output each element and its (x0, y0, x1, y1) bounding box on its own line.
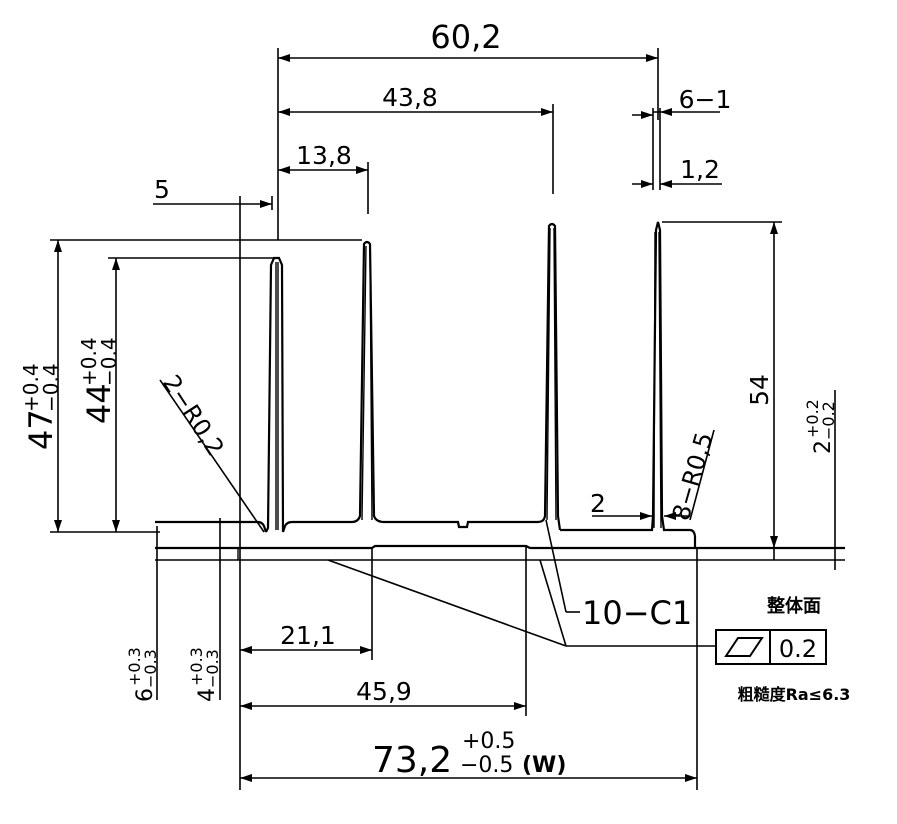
dim-b6-tol-plus: +0.3 (125, 647, 144, 686)
dim-corner-radius-large: 8−R0,5 (667, 429, 719, 523)
flatness-parallelogram-icon (724, 637, 764, 657)
dim-slot-width: 2 (590, 489, 606, 518)
dim-overall-suffix: (W) (522, 753, 566, 778)
flatness-callout: 整体面 0.2 粗糙度Ra≤6.3 (715, 595, 851, 704)
dim-overall-tol-minus: −0.5 (460, 753, 513, 778)
dim-fin-count-thickness: 6−1 (679, 85, 732, 114)
dim-base-4: 4 (195, 688, 220, 702)
dim-height-47: 47 (22, 409, 60, 450)
dim-left-offset: 5 (154, 175, 170, 204)
dim-s2-tol-minus: −0.2 (819, 401, 838, 440)
dim-h44-tol-minus: −0.4 (97, 337, 121, 386)
dim-height-44: 44 (80, 383, 118, 424)
dim-step-left: 21,1 (280, 621, 336, 650)
flatness-label: 整体面 (766, 595, 821, 617)
dim-step-2: 2 (811, 440, 836, 454)
fin-walls (275, 227, 662, 530)
dim-base-6: 6 (133, 688, 158, 702)
arrowheads (54, 54, 778, 782)
dim-overall-tol-plus: +0.5 (462, 729, 515, 754)
dim-b4-tol-plus: +0.3 (187, 647, 206, 686)
dim-height-54: 54 (745, 374, 774, 406)
dim-fin-tip: 1,2 (680, 155, 720, 184)
dim-b4-tol-minus: −0.3 (203, 649, 222, 688)
dim-overall-width: 73,2 (372, 740, 452, 781)
dim-step-right: 45,9 (356, 677, 412, 706)
dim-chamfer: 10−C1 (582, 594, 692, 632)
dim-s2-tol-plus: +0.2 (803, 399, 822, 438)
dim-h47-tol-minus: −0.4 (39, 363, 63, 412)
dim-b6-tol-minus: −0.3 (141, 649, 160, 688)
flatness-value: 0.2 (779, 635, 817, 663)
dim-corner-radius-small: 2−R0,2 (157, 370, 230, 461)
dim-inner-width: 43,8 (382, 83, 438, 112)
dimension-texts: 60,2 43,8 13,8 5 6−1 1,2 54 2 2−R0,2 8−R… (19, 18, 838, 781)
dim-h44-tol-plus: +0.4 (77, 337, 101, 386)
dim-fin-gap: 13,8 (296, 141, 352, 170)
roughness-note: 粗糙度Ra≤6.3 (738, 685, 851, 704)
dim-top-width: 60,2 (430, 18, 501, 56)
dim-h47-tol-plus: +0.4 (19, 363, 43, 412)
heatsink-profile (155, 221, 845, 561)
dimension-lines (50, 48, 836, 790)
